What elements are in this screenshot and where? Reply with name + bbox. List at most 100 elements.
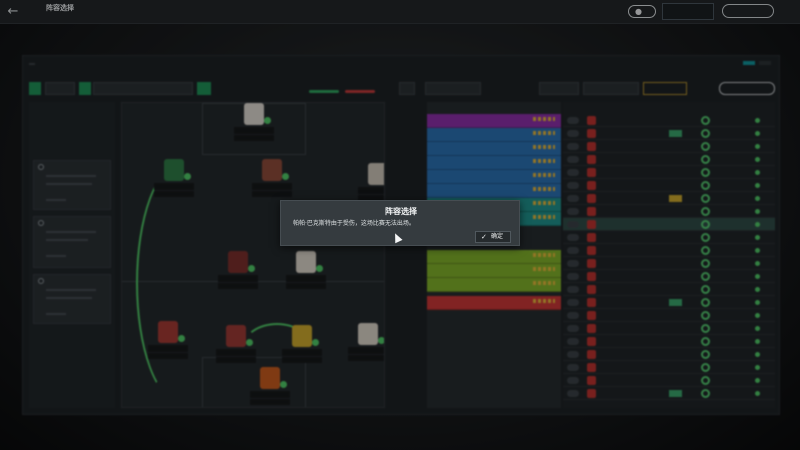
role-row[interactable] <box>427 264 561 278</box>
add-tactic-button[interactable] <box>197 82 211 95</box>
pick-toggle[interactable] <box>567 143 579 150</box>
confirm-label: 确定 <box>491 233 504 240</box>
tactics-window <box>22 55 780 415</box>
player-row[interactable] <box>563 361 775 374</box>
role-stars <box>533 187 555 191</box>
player-row[interactable] <box>563 257 775 270</box>
search-button[interactable] <box>399 82 415 95</box>
player-row[interactable] <box>563 231 775 244</box>
player-card[interactable] <box>216 325 256 367</box>
pick-toggle[interactable] <box>567 234 579 241</box>
role-row[interactable] <box>427 296 561 310</box>
role-row[interactable] <box>427 128 561 142</box>
instruction-card-2[interactable] <box>33 216 111 268</box>
player-row-selected[interactable] <box>563 218 775 231</box>
auto-pick-button[interactable] <box>719 82 775 95</box>
pick-toggle[interactable] <box>567 130 579 137</box>
back-arrow-icon[interactable]: ← <box>7 4 19 19</box>
player-face <box>158 321 178 343</box>
formation-toggle-button[interactable] <box>79 82 91 95</box>
pick-toggle[interactable] <box>567 169 579 176</box>
player-row[interactable] <box>563 335 775 348</box>
card-line <box>46 231 96 233</box>
status-dot <box>755 313 760 318</box>
player-card[interactable] <box>358 163 384 205</box>
player-row[interactable] <box>563 205 775 218</box>
player-face <box>226 325 246 347</box>
player-row[interactable] <box>563 283 775 296</box>
player-card[interactable] <box>148 321 188 363</box>
player-row[interactable] <box>563 270 775 283</box>
player-card[interactable] <box>348 323 384 365</box>
continue-button[interactable] <box>722 4 774 18</box>
role-row[interactable] <box>427 142 561 156</box>
player-row[interactable] <box>563 309 775 322</box>
tab-right-2[interactable] <box>759 61 771 65</box>
filter-dropdown-1[interactable] <box>539 82 579 95</box>
pick-toggle[interactable] <box>567 208 579 215</box>
pick-toggle[interactable] <box>567 273 579 280</box>
player-row[interactable] <box>563 179 775 192</box>
player-card[interactable] <box>154 159 194 201</box>
player-row[interactable] <box>563 127 775 140</box>
pick-toggle[interactable] <box>567 286 579 293</box>
role-row[interactable] <box>427 156 561 170</box>
selection-dropdown[interactable] <box>425 82 481 95</box>
pick-toggle[interactable] <box>567 117 579 124</box>
role-row[interactable] <box>427 170 561 184</box>
confirm-button[interactable]: ✓ 确定 <box>475 231 511 243</box>
condition-gauge-icon <box>701 194 710 203</box>
player-row[interactable] <box>563 114 775 127</box>
collapse-button[interactable] <box>29 82 41 95</box>
condition-dot <box>282 173 289 180</box>
pick-toggle[interactable] <box>567 156 579 163</box>
pick-toggle[interactable] <box>567 351 579 358</box>
pick-toggle[interactable] <box>567 195 579 202</box>
player-row[interactable] <box>563 348 775 361</box>
pick-toggle[interactable] <box>567 312 579 319</box>
player-row[interactable] <box>563 244 775 257</box>
player-row[interactable] <box>563 374 775 387</box>
role-row[interactable] <box>427 114 561 128</box>
player-card[interactable] <box>250 367 290 407</box>
pick-toggle[interactable] <box>567 338 579 345</box>
filter-dropdown-2[interactable] <box>583 82 639 95</box>
instruction-card-1[interactable] <box>33 160 111 210</box>
role-row[interactable] <box>427 278 561 292</box>
pick-toggle[interactable] <box>567 182 579 189</box>
pick-toggle[interactable] <box>567 299 579 306</box>
player-row[interactable] <box>563 322 775 335</box>
player-role <box>282 357 322 363</box>
player-row[interactable] <box>563 387 775 400</box>
instruction-card-3[interactable] <box>33 274 111 324</box>
pick-toggle[interactable] <box>567 221 579 228</box>
tab-1[interactable] <box>29 63 35 65</box>
role-row[interactable] <box>427 250 561 264</box>
view-dropdown[interactable] <box>45 82 75 95</box>
card-line <box>46 297 92 299</box>
pick-toggle[interactable] <box>567 247 579 254</box>
next-match-box[interactable] <box>662 3 714 20</box>
player-card[interactable] <box>234 103 274 145</box>
role-row[interactable] <box>427 184 561 198</box>
player-row[interactable] <box>563 140 775 153</box>
pick-toggle[interactable] <box>567 390 579 397</box>
player-row[interactable] <box>563 296 775 309</box>
pick-toggle[interactable] <box>567 260 579 267</box>
quick-pick-dropdown[interactable] <box>643 82 687 95</box>
pick-toggle[interactable] <box>567 364 579 371</box>
pick-toggle[interactable] <box>567 325 579 332</box>
formation-dropdown[interactable] <box>93 82 193 95</box>
player-card[interactable] <box>218 251 258 293</box>
tab-right-1[interactable] <box>743 61 755 65</box>
player-row[interactable] <box>563 192 775 205</box>
role-stars <box>533 131 555 135</box>
notifications-pill[interactable]: ● <box>628 5 656 18</box>
player-row[interactable] <box>563 153 775 166</box>
player-card[interactable] <box>286 251 326 293</box>
player-card[interactable] <box>252 159 292 201</box>
shirt-icon <box>587 298 596 307</box>
player-row[interactable] <box>563 166 775 179</box>
player-card[interactable] <box>282 325 322 367</box>
pick-toggle[interactable] <box>567 377 579 384</box>
